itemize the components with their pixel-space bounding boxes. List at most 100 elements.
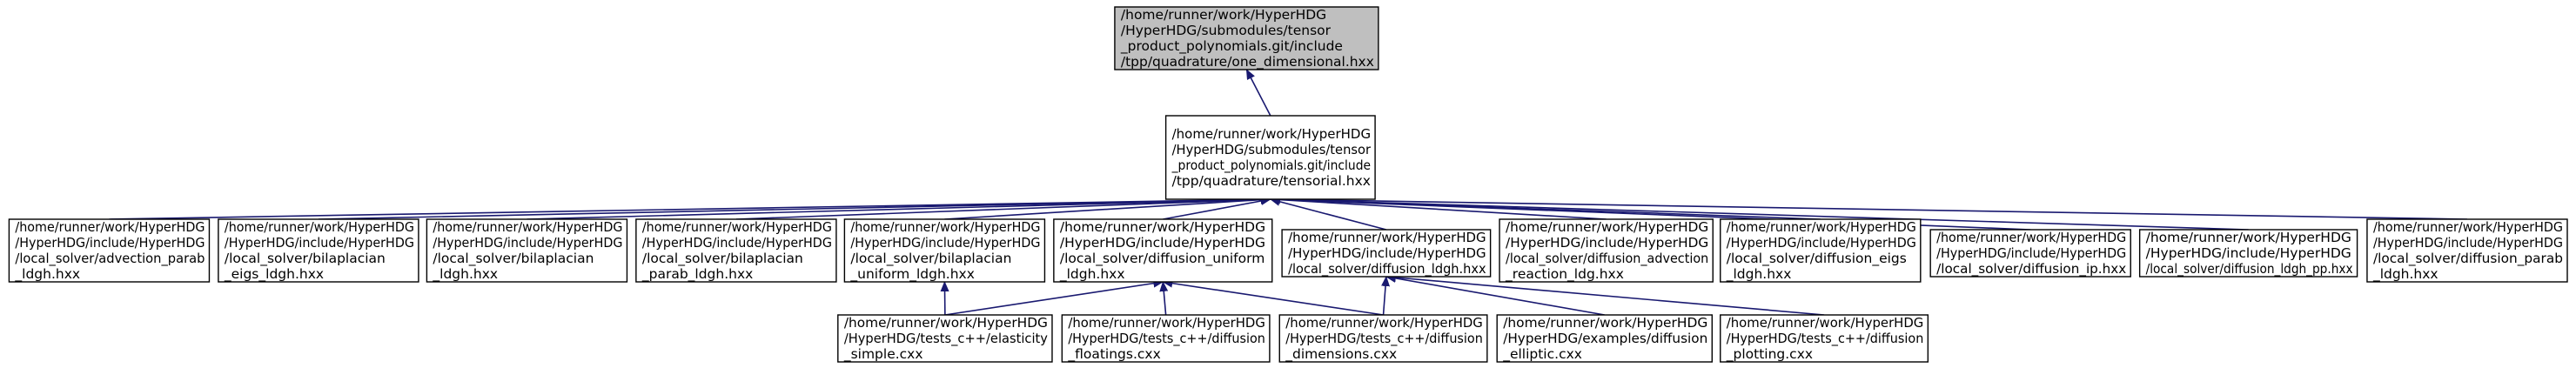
node-box <box>1164 115 1376 200</box>
node-diffusion-ldgh[interactable]: /home/runner/work/HyperHDG/HyperHDG/incl… <box>1281 229 1492 278</box>
node-elasticity[interactable]: /home/runner/work/HyperHDG/HyperHDG/test… <box>837 314 1053 363</box>
node-label-line: _elliptic.cxx <box>1502 346 1582 363</box>
node-label-line: /HyperHDG/include/HyperHDG <box>642 235 832 251</box>
node-label-line: /home/runner/work/HyperHDG <box>1936 230 2126 245</box>
edge-diffusion-plotting-to-diffusion-ldgh <box>1385 272 1825 316</box>
node-diffusion-eigs[interactable]: /home/runner/work/HyperHDG/HyperHDG/incl… <box>1720 218 1922 283</box>
node-label-line: /home/runner/work/HyperHDG <box>225 219 414 235</box>
node-label-line: _ldgh.hxx <box>2372 266 2438 283</box>
node-diffusion-ip[interactable]: /home/runner/work/HyperHDG/HyperHDG/incl… <box>1929 229 2131 278</box>
edge-diffusion-advection-to-tensorial <box>1269 195 1607 220</box>
node-label-line: /home/runner/work/HyperHDG <box>850 219 1040 235</box>
node-label-line: /home/runner/work/HyperHDG <box>1503 315 1707 331</box>
node-label-line: /local_solver/diffusion_ldgh.hxx <box>1288 261 1486 278</box>
node-label-line: /home/runner/work/HyperHDG <box>1060 219 1265 235</box>
node-label-line: /HyperHDG/include/HyperHDG <box>1727 235 1916 251</box>
node-label-line: /home/runner/work/HyperHDG <box>642 219 832 235</box>
node-root[interactable]: /home/runner/work/HyperHDG/HyperHDG/subm… <box>1114 6 1379 70</box>
node-box <box>843 218 1046 283</box>
node-box <box>1114 6 1379 70</box>
node-box <box>1061 314 1271 363</box>
node-label-line: /HyperHDG/include/HyperHDG <box>850 235 1040 251</box>
edge-diffusion-parab-to-tensorial <box>1269 195 2467 220</box>
node-label-line: /home/runner/work/HyperHDG <box>1285 315 1483 331</box>
node-label-line: /home/runner/work/HyperHDG <box>15 219 205 235</box>
node-label-line: _product_polynomials.git/include <box>1120 38 1343 55</box>
node-bilaplacian-eigs[interactable]: /home/runner/work/HyperHDG/HyperHDG/incl… <box>218 218 419 283</box>
node-box <box>1929 229 2131 278</box>
node-label-line: /local_solver/diffusion_eigs <box>1727 251 1907 267</box>
node-label-line: /HyperHDG/tests_c++/diffusion <box>1068 331 1265 347</box>
node-label-line: /HyperHDG/include/HyperHDG <box>1288 245 1486 261</box>
nodes-layer: /home/runner/work/HyperHDG/HyperHDG/subm… <box>8 6 2568 363</box>
node-label-line: /local_solver/bilaplacian <box>642 251 803 267</box>
node-label-line: /home/runner/work/HyperHDG <box>844 315 1048 331</box>
edge-elasticity-to-diffusion-uniform <box>944 278 1164 316</box>
node-box <box>1281 229 1492 278</box>
node-diffusion-advection[interactable]: /home/runner/work/HyperHDG/HyperHDG/incl… <box>1499 218 1714 283</box>
node-label-line: /local_solver/bilaplacian <box>225 251 386 267</box>
node-label-line: /home/runner/work/HyperHDG <box>2146 230 2351 245</box>
node-label-line: /HyperHDG/tests_c++/diffusion <box>1727 331 1924 347</box>
edge-diffusion-dimensions-to-diffusion-ldgh <box>1381 276 1391 316</box>
node-diffusion-dimensions[interactable]: /home/runner/work/HyperHDG/HyperHDG/test… <box>1278 314 1488 363</box>
node-label-line: /HyperHDG/include/HyperHDG <box>1936 245 2126 261</box>
edge-diffusion-elliptic-to-diffusion-ldgh <box>1385 273 1605 316</box>
node-diffusion-plotting[interactable]: /home/runner/work/HyperHDG/HyperHDG/test… <box>1720 314 1929 363</box>
node-label-line: /HyperHDG/include/HyperHDG <box>2146 245 2351 261</box>
node-label-line: _ldgh.hxx <box>1059 266 1125 283</box>
node-advection-parab[interactable]: /home/runner/work/HyperHDG/HyperHDG/incl… <box>8 218 211 283</box>
node-label-line: /HyperHDG/tests_c++/elasticity <box>844 331 1048 347</box>
node-box <box>1720 314 1929 363</box>
edge-diffusion-dimensions-to-diffusion-uniform <box>1162 278 1384 316</box>
node-label-line: /HyperHDG/submodules/tensor <box>1172 142 1372 157</box>
node-label-line: _ldgh.hxx <box>14 266 80 283</box>
node-label-line: _product_polynomials.git/include <box>1171 157 1371 174</box>
node-label-line: /home/runner/work/HyperHDG <box>1506 219 1708 235</box>
node-label-line: _dimensions.cxx <box>1285 346 1397 363</box>
node-bilaplacian-uniform[interactable]: /home/runner/work/HyperHDG/HyperHDG/incl… <box>843 218 1046 283</box>
node-label-line: /home/runner/work/HyperHDG <box>1121 7 1326 23</box>
node-tensorial[interactable]: /home/runner/work/HyperHDG/HyperHDG/subm… <box>1164 115 1376 200</box>
node-label-line: _reaction_ldg.hxx <box>1505 266 1624 283</box>
node-bilaplacian-parab[interactable]: /home/runner/work/HyperHDG/HyperHDG/incl… <box>635 218 837 283</box>
node-label-line: _floatings.cxx <box>1067 346 1160 363</box>
node-diffusion-uniform[interactable]: /home/runner/work/HyperHDG/HyperHDG/incl… <box>1053 218 1273 283</box>
node-diffusion-parab[interactable]: /home/runner/work/HyperHDG/HyperHDG/incl… <box>2366 218 2568 283</box>
edge-tensorial-to-root <box>1245 69 1271 117</box>
edge-bilaplacian-ldgh-to-tensorial <box>527 195 1271 220</box>
edge-bilaplacian-eigs-to-tensorial <box>318 195 1271 220</box>
node-label-line: _ldgh.hxx <box>432 266 498 283</box>
node-label-line: _plotting.cxx <box>1726 346 1813 363</box>
node-label-line: /local_solver/diffusion_ldgh_pp.hxx <box>2146 261 2353 278</box>
node-label-line: /HyperHDG/submodules/tensor <box>1121 23 1332 38</box>
node-label-line: /local_solver/diffusion_ip.hxx <box>1936 261 2126 278</box>
node-label-line: /local_solver/diffusion_advection <box>1506 251 1708 267</box>
node-box <box>8 218 211 283</box>
node-box <box>1499 218 1714 283</box>
node-label-line: /home/runner/work/HyperHDG <box>1068 315 1265 331</box>
edge-diffusion-floatings-to-diffusion-uniform <box>1159 281 1169 316</box>
node-label-line: /HyperHDG/include/HyperHDG <box>433 235 622 251</box>
node-label-line: /local_solver/bilaplacian <box>433 251 594 267</box>
node-box <box>1496 314 1713 363</box>
node-label-line: /home/runner/work/HyperHDG <box>1288 230 1486 245</box>
edge-bilaplacian-parab-to-tensorial <box>735 195 1271 220</box>
node-box <box>1720 218 1922 283</box>
node-box <box>426 218 628 283</box>
node-label-line: /HyperHDG/include/HyperHDG <box>2373 235 2563 251</box>
node-box <box>218 218 419 283</box>
node-label-line: /HyperHDG/include/HyperHDG <box>225 235 414 251</box>
node-label-line: _ldgh.hxx <box>1726 266 1792 283</box>
node-diffusion-ldgh-pp[interactable]: /home/runner/work/HyperHDG/HyperHDG/incl… <box>2138 229 2358 278</box>
node-box <box>1053 218 1273 283</box>
node-diffusion-floatings[interactable]: /home/runner/work/HyperHDG/HyperHDG/test… <box>1061 314 1271 363</box>
node-label-line: /tpp/quadrature/one_dimensional.hxx <box>1121 54 1374 70</box>
node-label-line: /HyperHDG/include/HyperHDG <box>1506 235 1708 251</box>
node-bilaplacian-ldgh[interactable]: /home/runner/work/HyperHDG/HyperHDG/incl… <box>426 218 628 283</box>
edge-diffusion-ldgh-pp-to-tensorial <box>1269 195 2249 231</box>
node-diffusion-elliptic[interactable]: /home/runner/work/HyperHDG/HyperHDG/exam… <box>1496 314 1713 363</box>
node-label-line: /HyperHDG/include/HyperHDG <box>15 235 205 251</box>
node-label-line: /tpp/quadrature/tensorial.hxx <box>1172 173 1371 189</box>
